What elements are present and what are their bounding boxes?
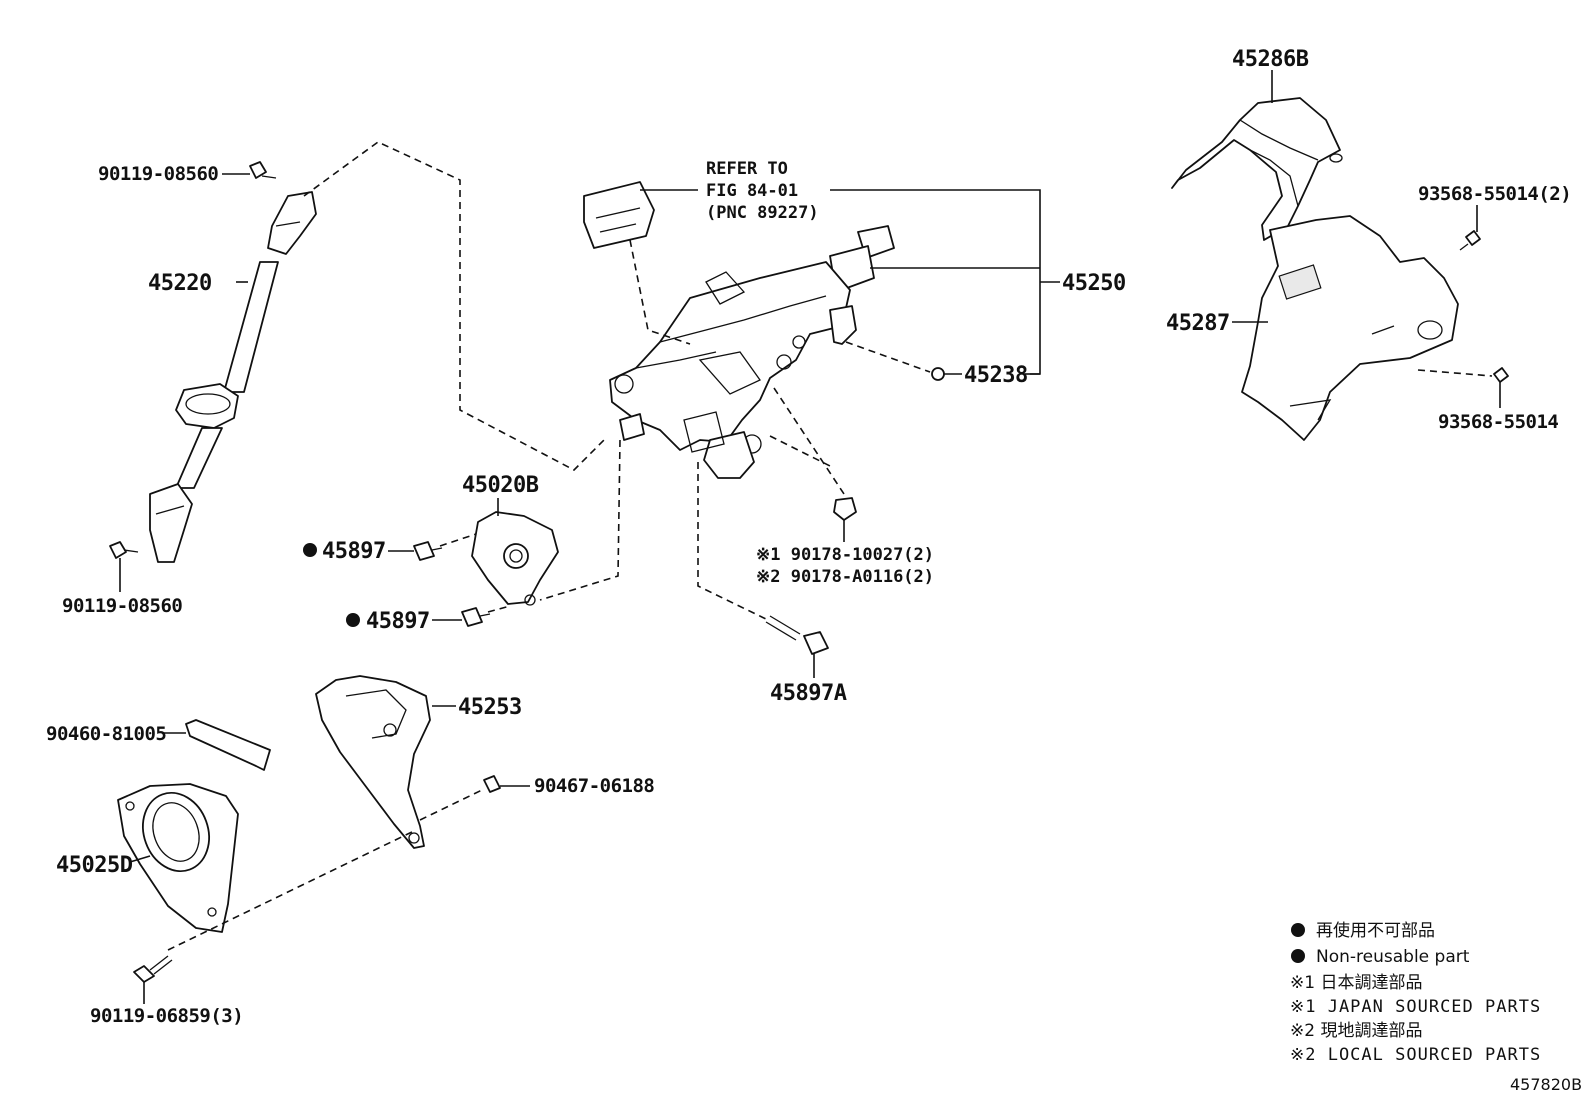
label-45250: 45250 [1062, 271, 1126, 296]
bolt-45897-lower [461, 607, 491, 627]
screw-93568-lower [1493, 367, 1509, 383]
label-90119-top: 90119-08560 [98, 163, 218, 185]
label-90119-bottom: 90119-08560 [62, 595, 182, 617]
label-90178-1: ※1 90178-10027(2) [756, 545, 934, 565]
label-45897a: 45897A [770, 681, 847, 706]
label-93568-upper: 93568-55014(2) [1418, 183, 1571, 205]
refer-line1: REFER TO [706, 159, 788, 179]
legend-bullet-1 [1291, 923, 1305, 937]
label-45020b: 45020B [462, 473, 539, 498]
dash-90178-b [769, 435, 835, 469]
label-45897-b: 45897 [366, 609, 430, 634]
upper-column-cover-45286b [1171, 97, 1343, 241]
legend-line-3: ※1 日本調達部品 [1290, 973, 1422, 993]
label-45025d: 45025D [56, 853, 133, 878]
label-45220: 45220 [148, 271, 212, 296]
label-90178-2: ※2 90178-A0116(2) [756, 567, 934, 587]
bolt-45897-upper [413, 541, 443, 561]
dash-shaft-to-column [303, 141, 605, 471]
steering-column-assy-45250 [609, 225, 895, 479]
legend-line-2: Non-reusable part [1316, 947, 1470, 967]
bolt-90119-bottom [109, 541, 139, 559]
label-45238: 45238 [964, 363, 1028, 388]
nut-90178 [833, 497, 857, 521]
bolt-90119-top [249, 161, 277, 179]
label-45287: 45287 [1166, 311, 1230, 336]
dash-45897a [697, 462, 769, 621]
legend-line-6: ※2 LOCAL SOURCED PARTS [1290, 1045, 1541, 1065]
clip-45238 [931, 367, 945, 381]
dash-lock-bolt1 [439, 533, 477, 547]
legend-line-4: ※1 JAPAN SOURCED PARTS [1290, 997, 1541, 1017]
legend: 再使用不可部品 Non-reusable part ※1 日本調達部品 ※1 J… [1290, 920, 1541, 1065]
legend-line-5: ※2 現地調達部品 [1290, 1021, 1422, 1041]
label-93568-lower: 93568-55014 [1438, 411, 1558, 433]
dash-lock [539, 439, 621, 601]
legend-line-1: 再使用不可部品 [1316, 920, 1435, 941]
nonreusable-mark-45897-a [303, 543, 317, 557]
ecu-module [583, 181, 655, 249]
dash-90178-a [773, 387, 845, 495]
dash-ecu [629, 239, 691, 345]
screw-93568-upper [1459, 230, 1481, 251]
dash-90467 [419, 789, 483, 821]
label-90460: 90460-81005 [46, 723, 166, 745]
refer-line2: FIG 84-01 [706, 181, 798, 201]
label-45253: 45253 [458, 695, 522, 720]
nonreusable-mark-45897-b [346, 613, 360, 627]
dash-45238 [845, 341, 931, 373]
band-90460 [185, 719, 271, 771]
dash-lock-bolt2 [487, 605, 511, 613]
figure-id: 457820B [1510, 1075, 1582, 1094]
label-90467: 90467-06188 [534, 775, 654, 797]
hole-cover-seal-45025d [117, 783, 239, 933]
dash-93568-lower [1417, 369, 1493, 377]
label-45286b: 45286B [1232, 47, 1309, 72]
bolt-90119-06859 [133, 955, 173, 983]
label-45897-a: 45897 [322, 539, 386, 564]
dash-45025d [167, 829, 417, 951]
lower-column-cover-45287 [1241, 215, 1459, 441]
clip-90467 [483, 775, 501, 793]
leader-45025d [129, 855, 151, 863]
legend-bullet-2 [1291, 949, 1305, 963]
bolt-45897a [765, 615, 829, 655]
label-90119-06859: 90119-06859(3) [90, 1005, 243, 1027]
column-hole-cover-45253 [315, 675, 431, 849]
steering-lock-45020b [471, 511, 559, 606]
intermediate-shaft-45220 [149, 191, 317, 563]
refer-line3: (PNC 89227) [706, 203, 819, 223]
